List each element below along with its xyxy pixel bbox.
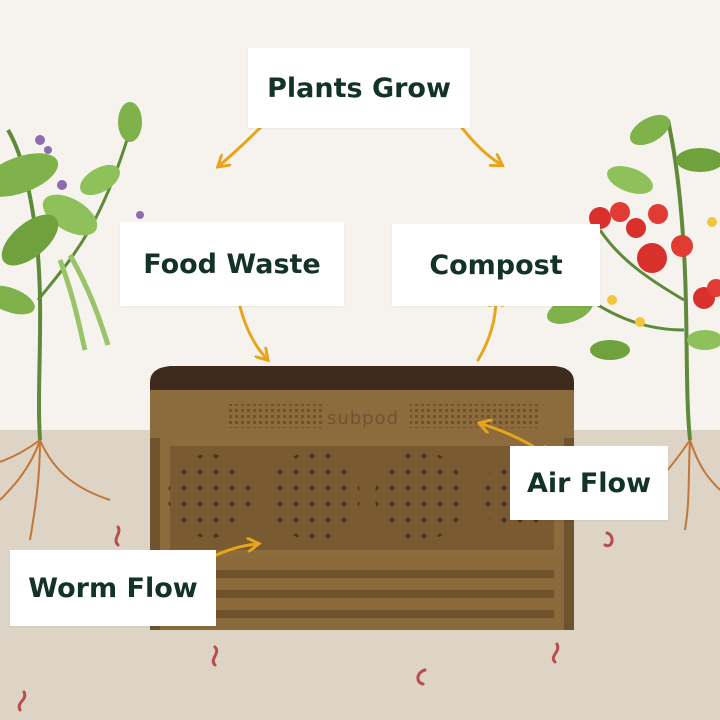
air-flow-label: Air Flow [510,446,668,520]
plants-grow-label: Plants Grow [248,48,470,128]
compost-label: Compost [392,224,600,306]
bean-plant-illustration [0,102,144,541]
worm-flow-label: Worm Flow [10,550,216,626]
bin-brand-logo: subpod [326,407,400,429]
food-waste-label: Food Waste [120,222,344,306]
